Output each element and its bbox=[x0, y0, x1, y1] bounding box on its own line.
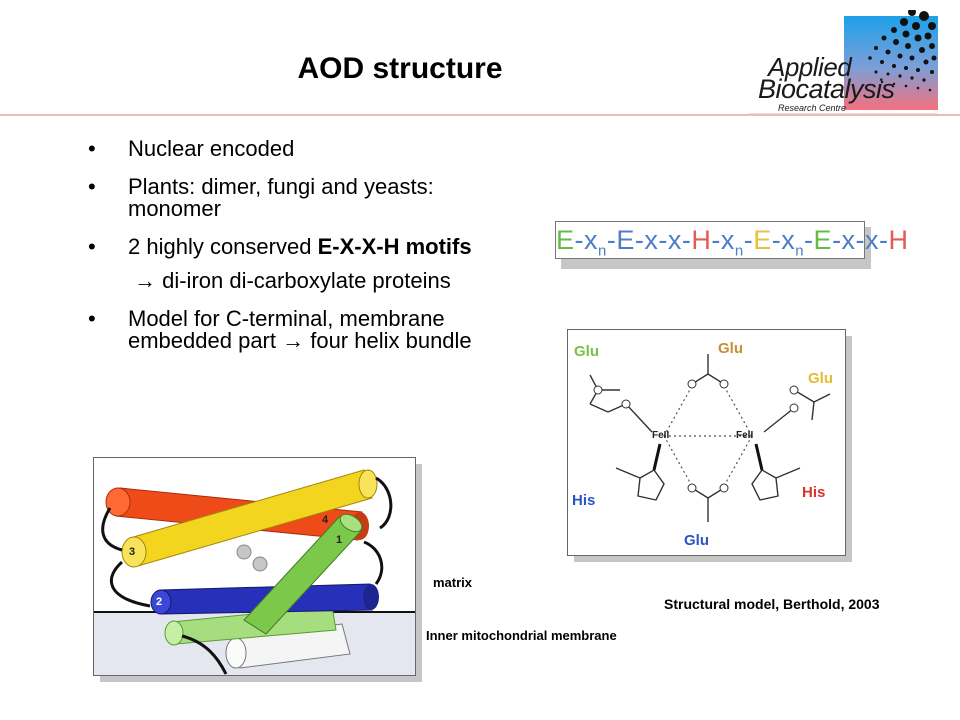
bullet-item: • Model for C-terminal, membrane embedde… bbox=[88, 308, 528, 352]
motif-part: E bbox=[813, 225, 833, 255]
bullet-text: Nuclear encoded bbox=[128, 136, 295, 161]
helix-number-4: 4 bbox=[322, 514, 329, 526]
bullet-dot: • bbox=[88, 174, 96, 199]
glu-label-top: Glu bbox=[718, 340, 743, 357]
his-label-left: His bbox=[572, 492, 596, 509]
motif-part: n bbox=[734, 242, 744, 260]
iron-label-left: FeII bbox=[652, 430, 670, 441]
bullet-bold-text: E-X-X-H motifs bbox=[317, 234, 472, 259]
structure-drawing bbox=[589, 354, 831, 522]
bullet-dot: • bbox=[88, 306, 96, 331]
bullet-item: • Plants: dimer, fungi and yeasts: monom… bbox=[88, 176, 528, 220]
motif-part: n bbox=[795, 242, 805, 260]
logo-text-applied: Applied bbox=[768, 52, 852, 82]
glu-label-top-left: Glu bbox=[574, 343, 599, 360]
bullet-text: Model for C-terminal, membrane embedded … bbox=[128, 306, 472, 353]
motif-part: H bbox=[691, 225, 712, 255]
motif-part: -x bbox=[771, 225, 796, 255]
motif-part: -E-x-x- bbox=[606, 225, 692, 255]
motif-part: H bbox=[888, 225, 909, 255]
slide-title: AOD structure bbox=[297, 52, 503, 85]
bullet-subtext: → di-iron di-carboxylate proteins bbox=[134, 268, 451, 293]
helix-number-3: 3 bbox=[129, 546, 136, 558]
four-helix-bundle-figure: 3 4 1 2 bbox=[93, 457, 416, 676]
iron-label-right: FeII bbox=[736, 430, 754, 441]
bullet-item: • Nuclear encoded bbox=[88, 138, 528, 160]
di-iron-structure-figure: Glu Glu Glu Glu His His FeII FeII bbox=[567, 329, 846, 556]
bullet-text: 2 highly conserved bbox=[128, 234, 318, 259]
motif-part: E bbox=[556, 225, 575, 255]
motif-part: -x-x- bbox=[832, 225, 889, 255]
bullet-item: • 2 highly conserved E-X-X-H motifs → di… bbox=[88, 236, 528, 292]
bullet-list: • Nuclear encoded • Plants: dimer, fungi… bbox=[88, 138, 528, 368]
motif-part: - bbox=[804, 225, 814, 255]
bullet-dot: • bbox=[88, 136, 96, 161]
motif-part: n bbox=[598, 242, 607, 260]
logo-text-biocatalysis: Biocatalysis bbox=[758, 74, 895, 104]
motif-part: -x bbox=[711, 225, 735, 255]
title-divider bbox=[0, 114, 960, 116]
his-label-right: His bbox=[802, 484, 826, 501]
caption-matrix: matrix bbox=[433, 575, 473, 590]
helix-number-2: 2 bbox=[156, 596, 163, 608]
caption-structural-model: Structural model, Berthold, 2003 bbox=[664, 596, 880, 612]
glu-label-right: Glu bbox=[808, 370, 833, 387]
helix-drawing bbox=[94, 469, 415, 675]
logo-text-research-centre: Research Centre bbox=[778, 103, 847, 113]
bullet-text: Plants: dimer, fungi and yeasts: monomer bbox=[128, 174, 434, 221]
motif-sequence: E-xn-E-x-x-H-xn-E-xn-E-x-x-H bbox=[555, 221, 908, 260]
applied-biocatalysis-logo bbox=[748, 8, 938, 116]
glu-label-bottom: Glu bbox=[684, 532, 709, 549]
motif-part: -x bbox=[574, 225, 599, 255]
helix-number-1: 1 bbox=[336, 534, 343, 546]
motif-part: - bbox=[743, 225, 754, 255]
motif-part: E bbox=[753, 225, 772, 255]
bullet-dot: • bbox=[88, 234, 96, 259]
caption-membrane: Inner mitochondrial membrane bbox=[426, 628, 617, 643]
